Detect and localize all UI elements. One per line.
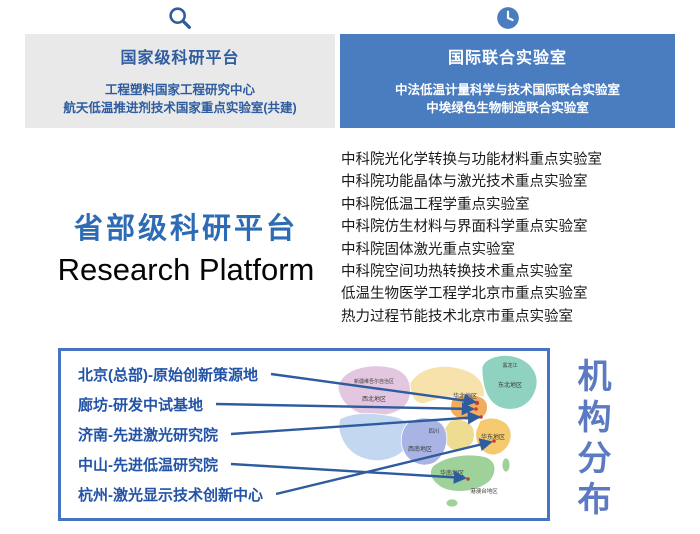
location-item-zhongshan: 中山-先进低温研究院 [78,457,218,474]
map-label-northwest: 西北地区 [362,395,386,403]
international-section-icon-wrap [340,3,675,33]
national-platform-box: 国家级科研平台 工程塑料国家工程研究中心 航天低温推进剂技术国家重点实验室(共建… [25,34,335,128]
location-item-hangzhou: 杭州-激光显示技术创新中心 [78,487,263,504]
list-item: 中科院空间功热转换技术重点实验室 [341,264,573,281]
institution-distribution-box: 北京(总部)-原始创新策源地 廊坊-研发中试基地 济南-先进激光研究院 中山-先… [58,348,550,521]
city-dot-hangzhou [492,439,496,443]
international-lab-item: 中埃绿色生物制造联合实验室 [426,101,589,115]
location-item-langfang: 廊坊-研发中试基地 [78,397,203,414]
list-item: 热力过程节能技术北京市重点实验室 [341,308,573,325]
list-item: 中科院功能晶体与激光技术重点实验室 [341,174,588,191]
list-item: 中科院仿生材料与界面科学重点实验室 [341,219,588,236]
city-dot-beijing [474,400,480,406]
map-region-taiwan [501,457,511,473]
national-platform-item: 航天低温推进剂技术国家重点实验室(共建) [63,101,297,115]
map-region-central [443,419,475,452]
international-lab-title: 国际联合实验室 [447,50,567,67]
map-label-sichuan: 四川 [428,428,439,435]
clock-icon [496,7,519,29]
map-label-north: 华北地区 [453,392,477,400]
national-platform-title: 国家级科研平台 [120,50,240,67]
magnifier-icon [169,7,191,29]
map-label-heilongjiang: 黑龙江 [502,362,517,369]
distribution-vertical-title: 机构分布 [572,358,610,522]
map-region-southwest [400,417,448,466]
list-item: 中科院低温工程学重点实验室 [341,196,530,213]
location-item-jinan: 济南-先进激光研究院 [78,427,218,444]
list-item: 低温生物医学工程学北京市重点实验室 [341,286,588,303]
city-dot-zhongshan [466,477,470,481]
provincial-platform-heading: 省部级科研平台 Research Platform [36,205,336,288]
national-section-icon-wrap [25,3,335,33]
location-item-beijing: 北京(总部)-原始创新策源地 [78,367,258,384]
list-item: 中科院光化学转换与功能材料重点实验室 [341,152,602,168]
provincial-platform-title-cn: 省部级科研平台 [73,213,298,245]
map-label-east: 华东地区 [481,433,505,441]
map-label-southwest: 西南地区 [408,445,432,453]
international-lab-item: 中法低温计量科学与技术国际联合实验室 [394,83,620,97]
map-label-south: 华南地区 [440,469,464,477]
provincial-platform-title-en: Research Platform [57,252,315,287]
map-region-tibet [338,413,412,461]
international-lab-box: 国际联合实验室 中法低温计量科学与技术国际联合实验室 中埃绿色生物制造联合实验室 [340,34,675,128]
map-region-hainan [445,498,459,508]
map-region-northeast [481,355,538,410]
map-region-northwest [337,365,411,417]
map-label-xinjiang: 新疆维吾尔自治区 [354,378,394,385]
city-dot-langfang [474,407,478,411]
list-item: 中科院固体激光重点实验室 [341,241,515,258]
national-platform-item: 工程塑料国家工程研究中心 [104,83,255,97]
provincial-labs-list: 中科院光化学转换与功能材料重点实验室 中科院功能晶体与激光技术重点实验室 中科院… [341,149,602,328]
city-dot-jinan [479,415,483,419]
map-label-gat: 港澳台地区 [470,487,498,495]
china-map: 新疆维吾尔自治区 西北地区 黑龙江 东北地区 华北地区 华东地区 四川 西南地区… [337,355,538,508]
map-label-northeast: 东北地区 [498,381,522,389]
